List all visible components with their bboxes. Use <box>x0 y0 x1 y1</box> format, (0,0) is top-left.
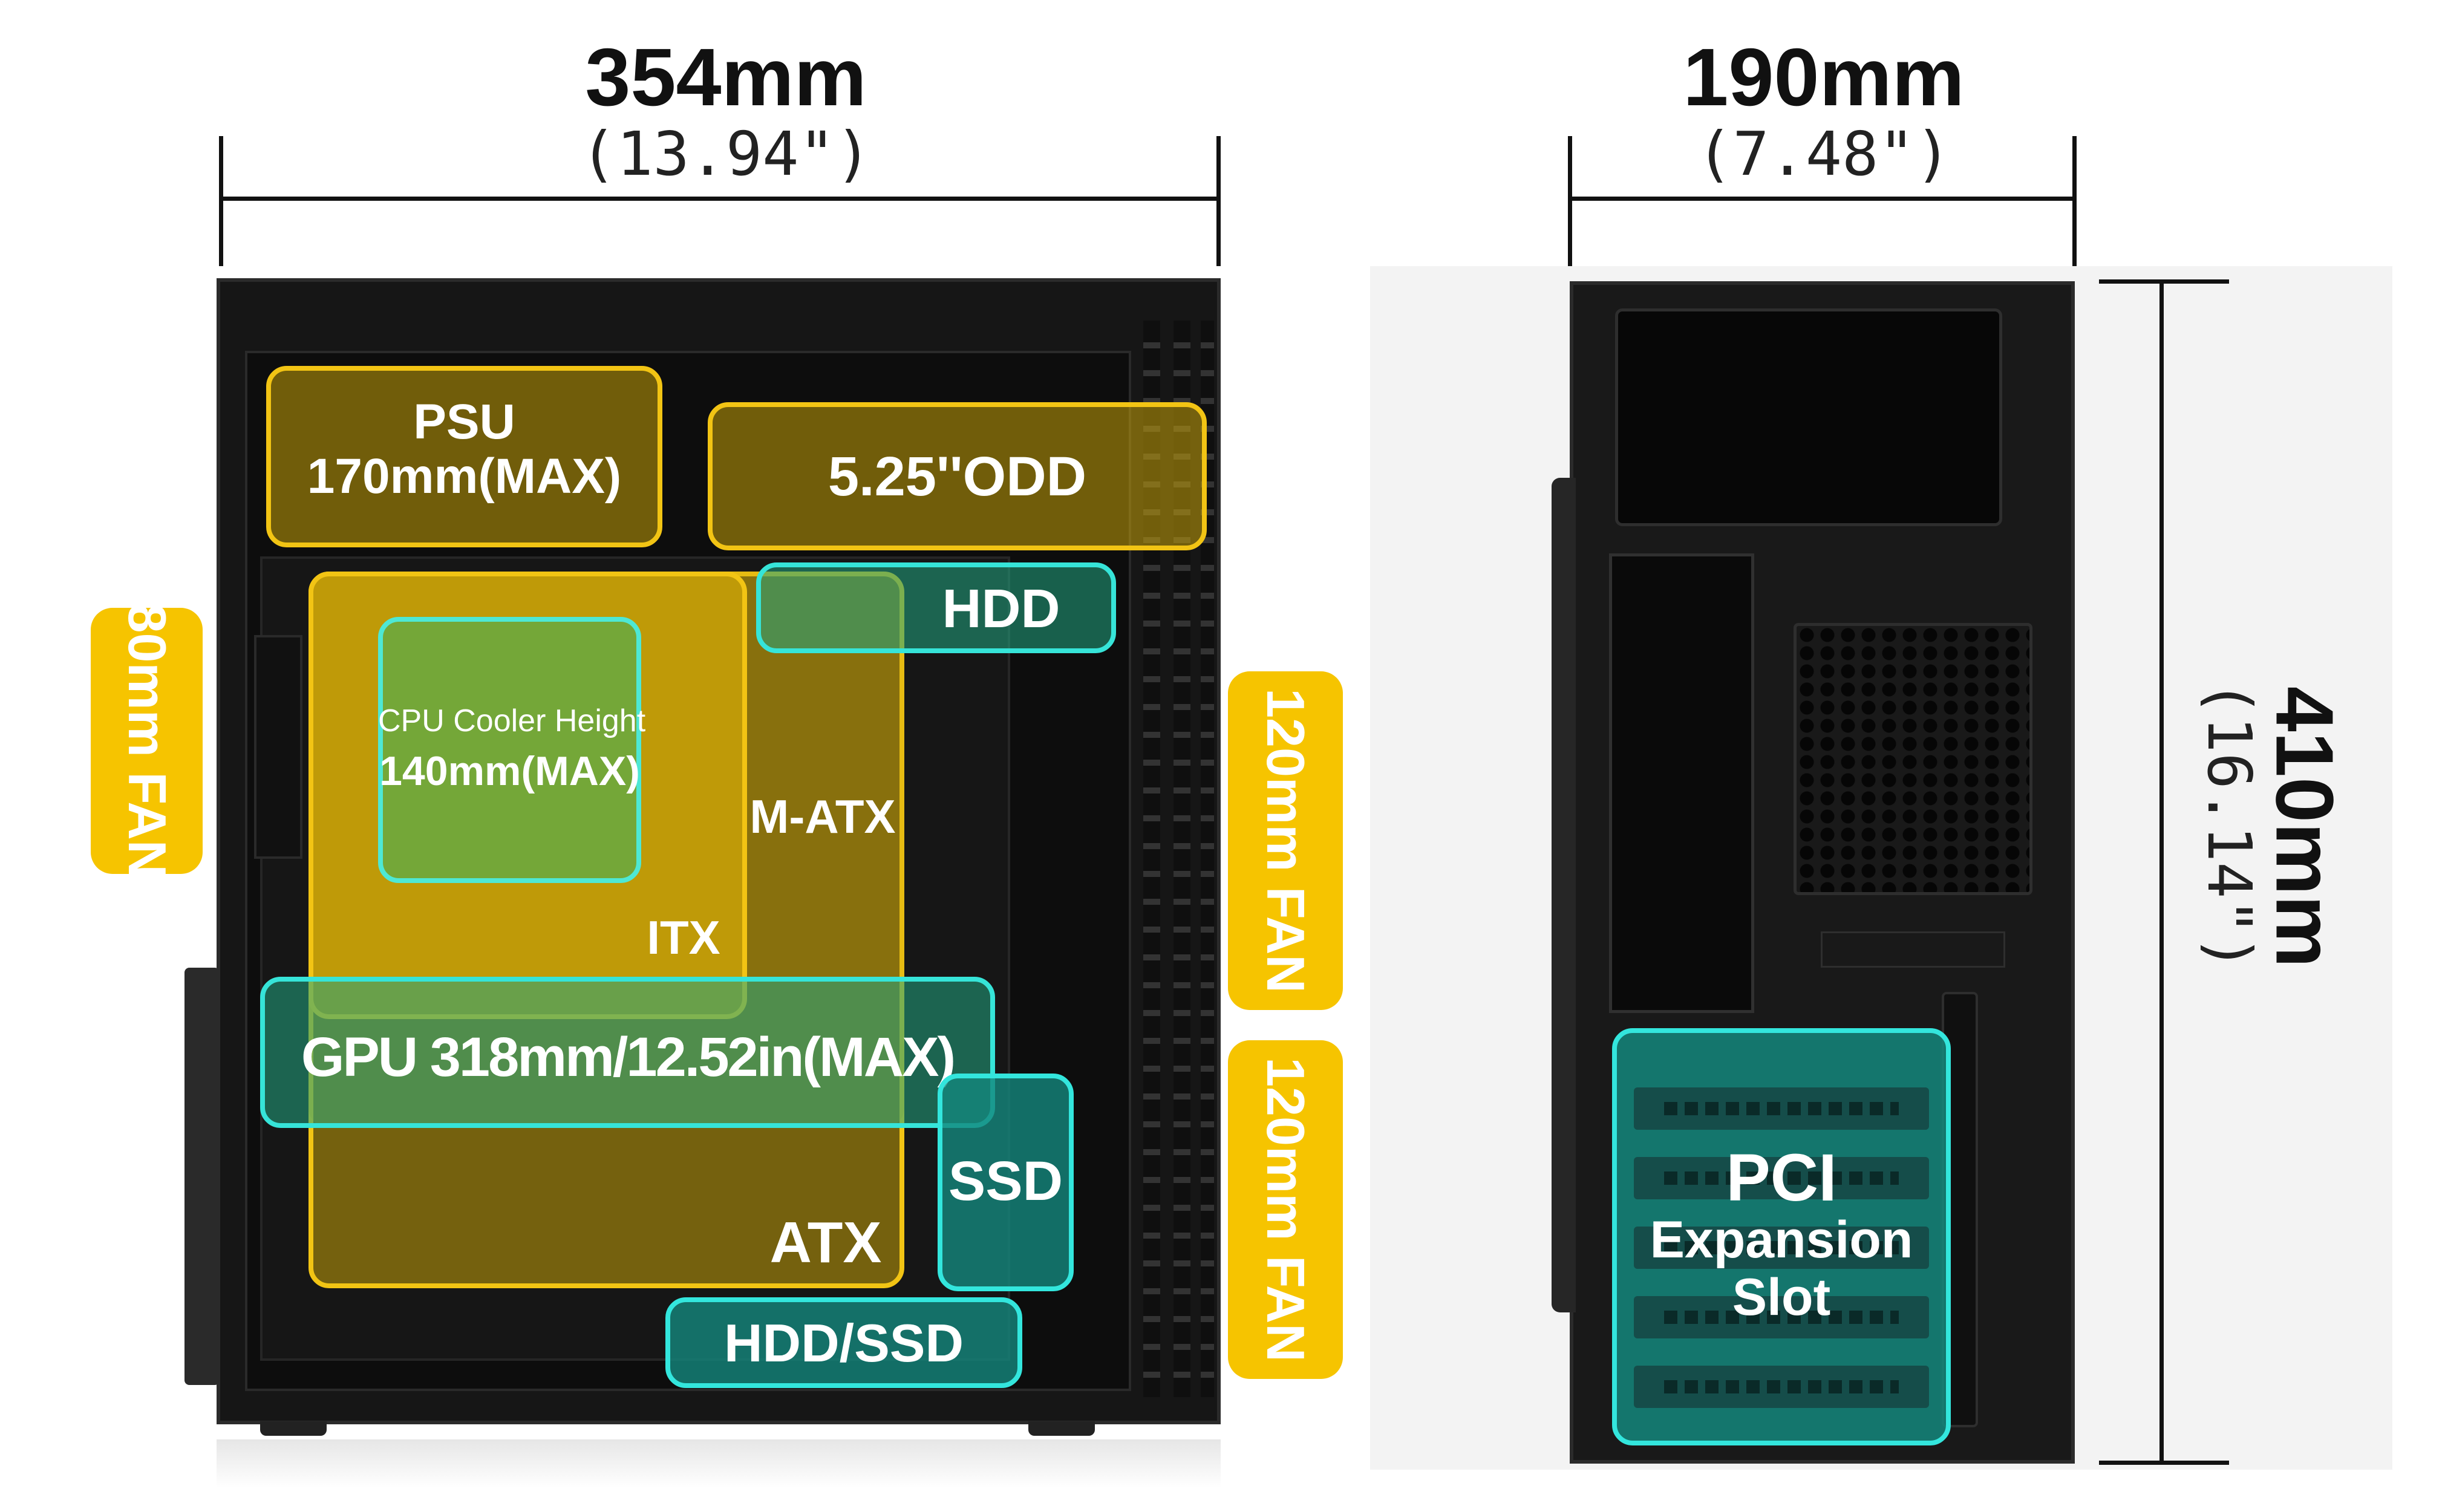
pci-expansion-zone <box>1612 1028 1951 1445</box>
front-width-tick-right <box>2072 136 2077 266</box>
pci-label-line3: Slot <box>1732 1268 1831 1326</box>
front-width-inches-label: (7.48") <box>1696 119 1951 189</box>
pci-slot <box>1634 1296 1929 1338</box>
side-width-tick-left <box>219 136 223 266</box>
pci-slot <box>1634 1087 1929 1130</box>
side-panel-edge <box>1552 478 1576 1312</box>
ssd-zone <box>938 1074 1074 1291</box>
psu-max-length: 170mm(MAX) <box>307 449 622 504</box>
front-vent-column <box>1201 321 1214 1397</box>
made-in-plate <box>1821 931 2005 968</box>
drive-cage <box>1609 553 1754 1013</box>
cpu-cooler-max: 140mm(MAX) <box>379 748 640 794</box>
pci-label-line1: PCI <box>1726 1141 1837 1215</box>
hdd-bay-label: HDD <box>942 579 1060 639</box>
psu-zone <box>266 366 662 547</box>
hdd-ssd-zone <box>665 1297 1022 1388</box>
case-foot <box>1028 1421 1095 1436</box>
pci-slot <box>1634 1157 1929 1199</box>
pci-slot <box>1634 1366 1929 1408</box>
psu-title: PSU <box>413 394 515 449</box>
pci-label-line2: Expansion <box>1650 1211 1913 1269</box>
height-tick-bottom <box>2099 1461 2229 1465</box>
side-width-inches-label: (13.94") <box>580 119 872 189</box>
side-width-dimension-line <box>221 197 1219 201</box>
matx-label: M-ATX <box>749 790 896 843</box>
front-bottom-fan-tag: 120mm FAN <box>1228 1040 1343 1379</box>
rear-fan-tag: 80mm FAN <box>91 604 203 878</box>
height-label: 410mm <box>2259 686 2351 968</box>
cpu-cooler-zone <box>378 617 641 883</box>
front-top-fan-label: 120mm FAN <box>1256 688 1316 993</box>
hdd-bay-zone <box>756 562 1116 653</box>
case-foot <box>260 1421 327 1436</box>
side-width-tick-right <box>1216 136 1221 266</box>
gpu-label: GPU 318mm/12.52in(MAX) <box>301 1026 956 1088</box>
front-top-fan-tag: 120mm FAN <box>1228 671 1343 1010</box>
odd-bay-label: 5.25''ODD <box>828 446 1087 507</box>
pci-slot <box>1634 1227 1929 1269</box>
itx-label: ITX <box>647 911 720 964</box>
front-bottom-fan-label: 120mm FAN <box>1256 1057 1316 1362</box>
front-width-dimension-line <box>1570 197 2075 201</box>
atx-label: ATX <box>769 1210 882 1275</box>
front-width-label: 190mm <box>1683 31 1965 123</box>
hdd-ssd-label: HDD/SSD <box>723 1313 964 1373</box>
front-fan-mesh <box>1794 623 2032 895</box>
floor-reflection <box>217 1439 1221 1488</box>
top-bay-opening <box>1615 308 2002 526</box>
gpu-zone <box>260 977 995 1128</box>
front-width-tick-left <box>1568 136 1572 266</box>
rear-fan-body <box>254 635 302 859</box>
height-tick-top <box>2099 279 2229 284</box>
height-inches-label: (16.14") <box>2194 680 2265 971</box>
rear-io-bracket <box>184 968 220 1385</box>
odd-bay-zone <box>708 402 1207 550</box>
ssd-label: SSD <box>948 1150 1063 1212</box>
height-dimension-line <box>2159 281 2164 1464</box>
cpu-cooler-title: CPU Cooler Height <box>378 703 646 738</box>
side-width-label: 354mm <box>585 31 867 123</box>
rear-fan-label: 80mm FAN <box>117 603 177 879</box>
